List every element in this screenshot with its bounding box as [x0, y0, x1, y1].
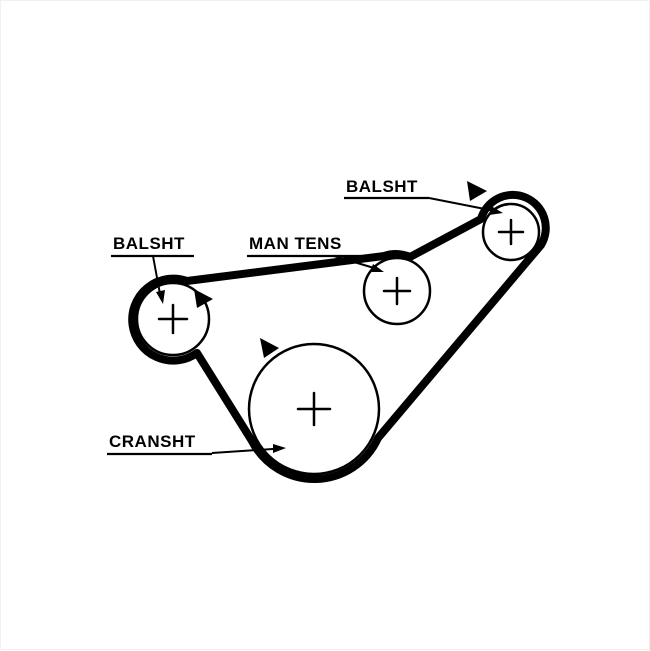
- leader-arrow-cransht: [273, 444, 286, 453]
- leader-arrow-balsht-top: [489, 206, 503, 215]
- center-cross-balsht-left: [157, 303, 189, 335]
- center-cross-man-tens: [382, 276, 412, 306]
- leader-line-balsht-top: [428, 197, 496, 212]
- label-balsht-left: BALSHT: [113, 234, 185, 253]
- center-cross-balsht-right: [497, 218, 525, 246]
- leader-line-man-tens: [333, 255, 375, 269]
- leader-line-cransht: [211, 448, 274, 454]
- center-cross-cransht: [296, 391, 332, 427]
- rotation-arrow-balsht-right: [467, 181, 487, 201]
- rotation-arrow-cransht: [260, 338, 279, 358]
- rotation-arrow-balsht-left: [194, 289, 213, 308]
- label-man-tens: MAN TENS: [249, 234, 342, 253]
- leader-arrow-balsht-left: [156, 290, 165, 304]
- leader-arrow-man-tens: [370, 264, 384, 272]
- label-balsht-top: BALSHT: [346, 177, 418, 196]
- timing-belt: [128, 190, 550, 484]
- label-cransht: CRANSHT: [109, 432, 196, 451]
- leader-line-balsht-left: [152, 255, 161, 295]
